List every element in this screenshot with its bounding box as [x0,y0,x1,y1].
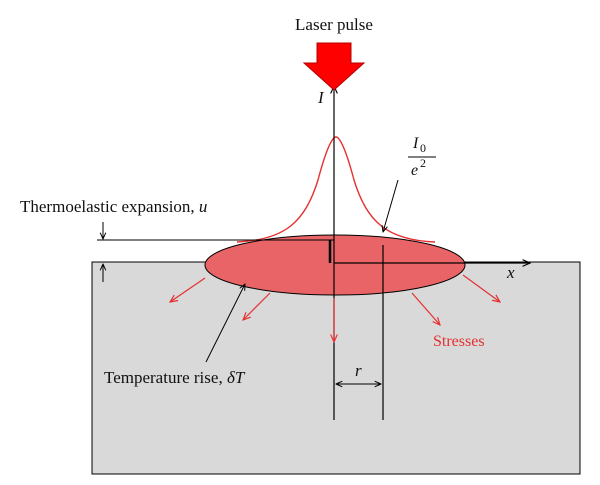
stress-arrow-1 [170,277,206,302]
i0-subscript: 0 [420,141,426,155]
thermoelastic-text: Thermoelastic expansion, [20,197,199,216]
intensity-axis-label: I [317,88,325,107]
heated-zone-ellipse [204,234,466,296]
stress-arrows [170,274,500,342]
stress-arrow-4 [411,292,440,325]
i0-denominator: e [411,162,418,179]
radius-label: r [355,361,362,380]
thermoelastic-symbol: u [199,197,208,216]
temperature-text: Temperature rise, [104,368,227,387]
laser-pulse-arrow-icon [302,42,366,91]
stress-arrow-5 [462,274,500,302]
laser-pulse-label: Laser pulse [295,15,373,34]
i0-over-e2-label: I 0 e 2 [408,135,436,179]
gaussian-intensity-curve [236,136,436,243]
stresses-label: Stresses [433,333,485,350]
i0-exponent: 2 [420,156,426,170]
x-axis-label: x [506,263,515,282]
temperature-rise-label: Temperature rise, δT [104,368,246,387]
i0-numerator: I [412,135,419,152]
i0-pointer-arrow [383,179,399,232]
temperature-pointer-arrow [205,284,245,363]
stress-arrow-2 [243,292,271,320]
temperature-symbol: δT [227,368,246,387]
thermoelastic-expansion-label: Thermoelastic expansion, u [20,197,207,216]
